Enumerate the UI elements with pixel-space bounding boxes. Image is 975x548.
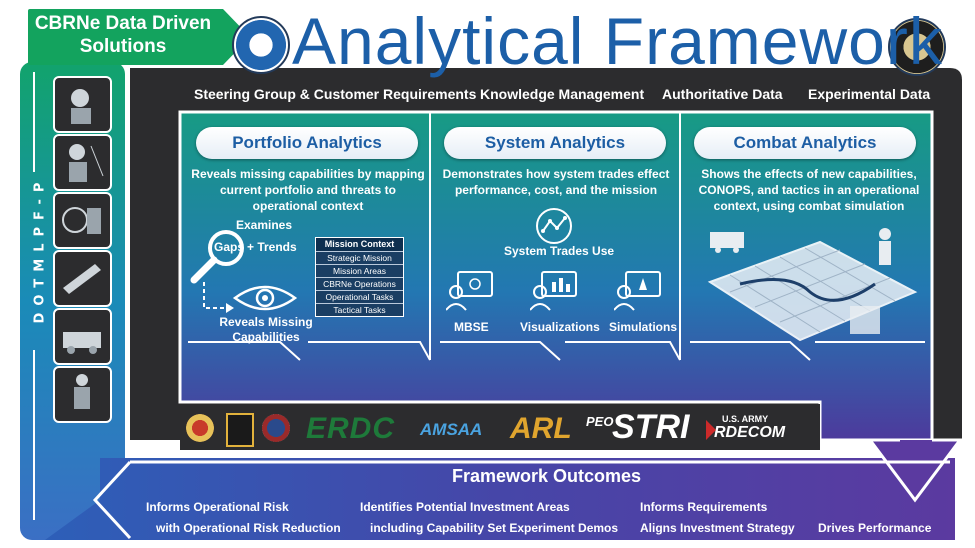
dashed-connector bbox=[203, 282, 234, 313]
logo-shield-icon bbox=[226, 413, 254, 447]
right-seal-icon bbox=[888, 18, 946, 76]
system-desc-line2: performance, cost, and the mission bbox=[454, 183, 658, 197]
system-desc-line1: Demonstrates how system trades effect bbox=[442, 167, 670, 181]
outcome-informs-operational-risk: Informs Operational Risk bbox=[146, 500, 289, 514]
portfolio-desc-line1: Reveals missing capabilities by mapping bbox=[191, 167, 425, 181]
mission-context-row: Strategic Mission bbox=[316, 251, 403, 264]
reveals-line1: Reveals Missing bbox=[219, 315, 313, 329]
input-steering-group: Steering Group & Customer Requirements bbox=[194, 86, 477, 102]
portfolio-description: Reveals missing capabilities by mapping … bbox=[190, 166, 426, 214]
page-title: Analytical Framework bbox=[292, 4, 943, 78]
input-authoritative-data: Authoritative Data bbox=[662, 86, 783, 102]
combat-desc-line3: context, using combat simulation bbox=[713, 199, 905, 213]
outcome-aligns-investment: Aligns Investment Strategy bbox=[640, 521, 795, 535]
analytics-frame bbox=[180, 112, 932, 440]
header-tag-line1: CBRNe Data Driven bbox=[34, 13, 212, 34]
soldier-radar-icon bbox=[62, 207, 101, 234]
mission-context-row: Tactical Tasks bbox=[316, 303, 403, 316]
logo-us-army: U.S. ARMY bbox=[722, 414, 769, 424]
visualizations-computer-icon bbox=[530, 271, 577, 311]
logo-peo: PEO bbox=[586, 414, 614, 429]
combat-desc-line1: Shows the effects of new capabilities, bbox=[701, 167, 917, 181]
portfolio-analytics-title: Portfolio Analytics bbox=[196, 127, 418, 159]
logo-erdc: ERDC bbox=[306, 412, 396, 445]
outcome-capability-set: including Capability Set Experiment Demo… bbox=[370, 521, 619, 535]
reveals-line2: Capabilities bbox=[232, 330, 300, 344]
tile-weapon bbox=[53, 250, 112, 307]
outcomes-title: Framework Outcomes bbox=[452, 466, 642, 486]
magnifier-icon bbox=[190, 230, 244, 284]
trends-label: + Trends bbox=[247, 240, 297, 254]
combat-map-icon bbox=[707, 228, 918, 342]
vehicle-icon bbox=[63, 332, 101, 354]
down-arrow bbox=[870, 440, 960, 500]
side-label: DOTMLPF-P bbox=[22, 176, 52, 340]
tile-soldier-equipment bbox=[53, 134, 112, 191]
header-tag-line2: Solutions bbox=[79, 36, 167, 57]
combat-description: Shows the effects of new capabilities, C… bbox=[690, 166, 928, 214]
logo-arl: ARL bbox=[510, 412, 572, 445]
system-description: Demonstrates how system trades effect pe… bbox=[436, 166, 676, 198]
system-analytics-title: System Analytics bbox=[444, 127, 666, 159]
gaps-label: Gaps bbox=[214, 240, 245, 254]
mission-context-table: Mission Context Strategic Mission Missio… bbox=[315, 237, 404, 317]
soldier-equipment-icon bbox=[69, 144, 104, 182]
logo-amsaa: AMSAA bbox=[420, 420, 483, 439]
outcomes-band bbox=[45, 458, 955, 540]
mission-context-row: CBRNe Operations bbox=[316, 277, 403, 290]
input-experimental-data: Experimental Data bbox=[808, 86, 931, 102]
reveals-missing-label: Reveals Missing Capabilities bbox=[218, 315, 314, 345]
trend-line-icon bbox=[536, 208, 572, 244]
mission-context-row: Mission Areas bbox=[316, 264, 403, 277]
examines-label: Examines bbox=[236, 218, 293, 232]
header-tag-text: CBRNe Data Driven Solutions bbox=[28, 12, 218, 58]
tile-soldier-radar bbox=[53, 192, 112, 249]
outcome-arrow bbox=[92, 460, 950, 540]
tool-simulations: Simulations bbox=[609, 320, 678, 334]
combat-analytics-title: Combat Analytics bbox=[694, 127, 916, 159]
side-label-text: DOTMLPF-P bbox=[32, 175, 48, 324]
tile-soldier-mask bbox=[53, 76, 112, 133]
header-tag bbox=[28, 9, 223, 65]
soldier-suit-icon bbox=[74, 374, 90, 409]
tool-mbse: MBSE bbox=[454, 320, 489, 334]
portfolio-desc-line2: current portfolio and threats to bbox=[219, 183, 396, 197]
weapon-icon bbox=[63, 264, 101, 294]
logo-seal-2-icon bbox=[262, 414, 290, 442]
left-seal-icon bbox=[232, 16, 290, 74]
input-knowledge-management: Knowledge Management bbox=[480, 86, 645, 102]
portfolio-desc-line3: operational context bbox=[252, 199, 364, 213]
logo-seal-1-icon bbox=[186, 414, 214, 442]
mission-context-row: Operational Tasks bbox=[316, 290, 403, 303]
tile-soldier-suit bbox=[53, 366, 112, 423]
tile-vehicle bbox=[53, 308, 112, 365]
outcome-informs-requirements: Informs Requirements bbox=[640, 500, 768, 514]
logo-stri: STRI bbox=[612, 408, 690, 446]
mission-context-header: Mission Context bbox=[316, 238, 403, 251]
eye-icon bbox=[232, 285, 298, 311]
outcome-investment-areas: Identifies Potential Investment Areas bbox=[360, 500, 570, 514]
rdecom-chevron-icon bbox=[706, 420, 716, 440]
system-trades-use-label: System Trades Use bbox=[504, 244, 615, 258]
tool-visualizations: Visualizations bbox=[520, 320, 600, 334]
soldier-mask-icon bbox=[71, 89, 91, 124]
logo-rdecom: RDECOM bbox=[714, 424, 786, 441]
combat-desc-line2: CONOPS, and tactics in an operational bbox=[698, 183, 920, 197]
mbse-computer-icon bbox=[446, 271, 493, 311]
outcome-risk-reduction: with Operational Risk Reduction bbox=[156, 521, 341, 535]
outcome-drives-performance: Drives Performance bbox=[818, 521, 932, 535]
simulations-computer-icon bbox=[614, 271, 661, 311]
